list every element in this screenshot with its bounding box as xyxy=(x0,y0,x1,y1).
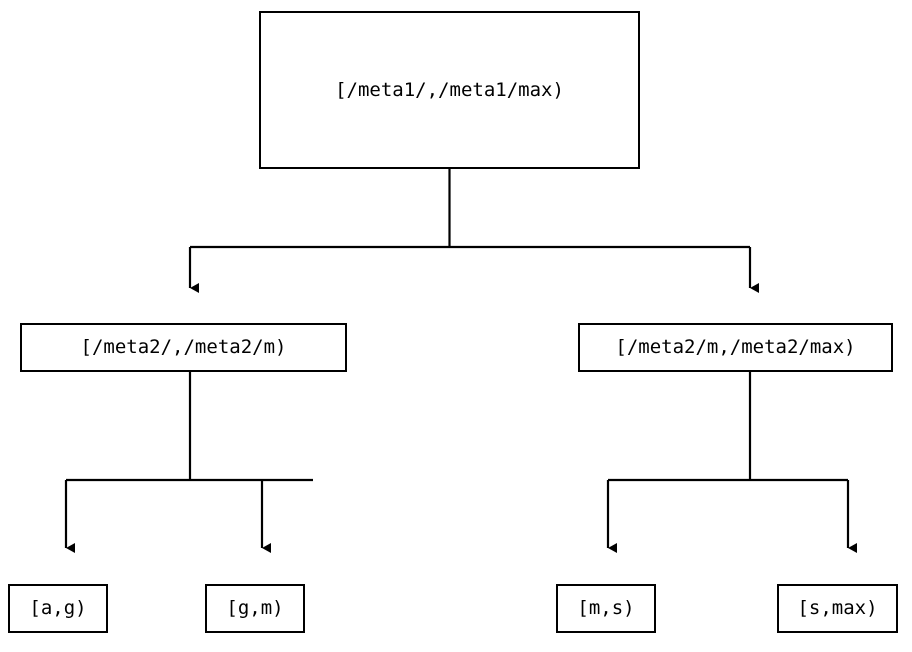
tree-leaf-a-g-label: [a,g) xyxy=(29,597,87,619)
tree-node-meta2-lower[interactable]: [/meta2/,/meta2/m) xyxy=(20,323,347,372)
tree-leaf-m-s-label: [m,s) xyxy=(577,597,635,619)
tree-leaf-s-max[interactable]: [s,max) xyxy=(777,584,898,633)
tree-node-root-label: [/meta1/,/meta1/max) xyxy=(335,78,564,101)
tree-leaf-s-max-label: [s,max) xyxy=(797,597,878,619)
tree-node-meta2-lower-label: [/meta2/,/meta2/m) xyxy=(80,336,287,358)
tree-leaf-g-m-label: [g,m) xyxy=(226,597,284,619)
tree-leaf-g-m[interactable]: [g,m) xyxy=(205,584,305,633)
tree-node-meta2-upper-label: [/meta2/m,/meta2/max) xyxy=(615,336,856,358)
tree-node-meta2-upper[interactable]: [/meta2/m,/meta2/max) xyxy=(578,323,893,372)
tree-node-root[interactable]: [/meta1/,/meta1/max) xyxy=(259,11,640,169)
tree-leaf-a-g[interactable]: [a,g) xyxy=(8,584,108,633)
tree-leaf-m-s[interactable]: [m,s) xyxy=(556,584,656,633)
